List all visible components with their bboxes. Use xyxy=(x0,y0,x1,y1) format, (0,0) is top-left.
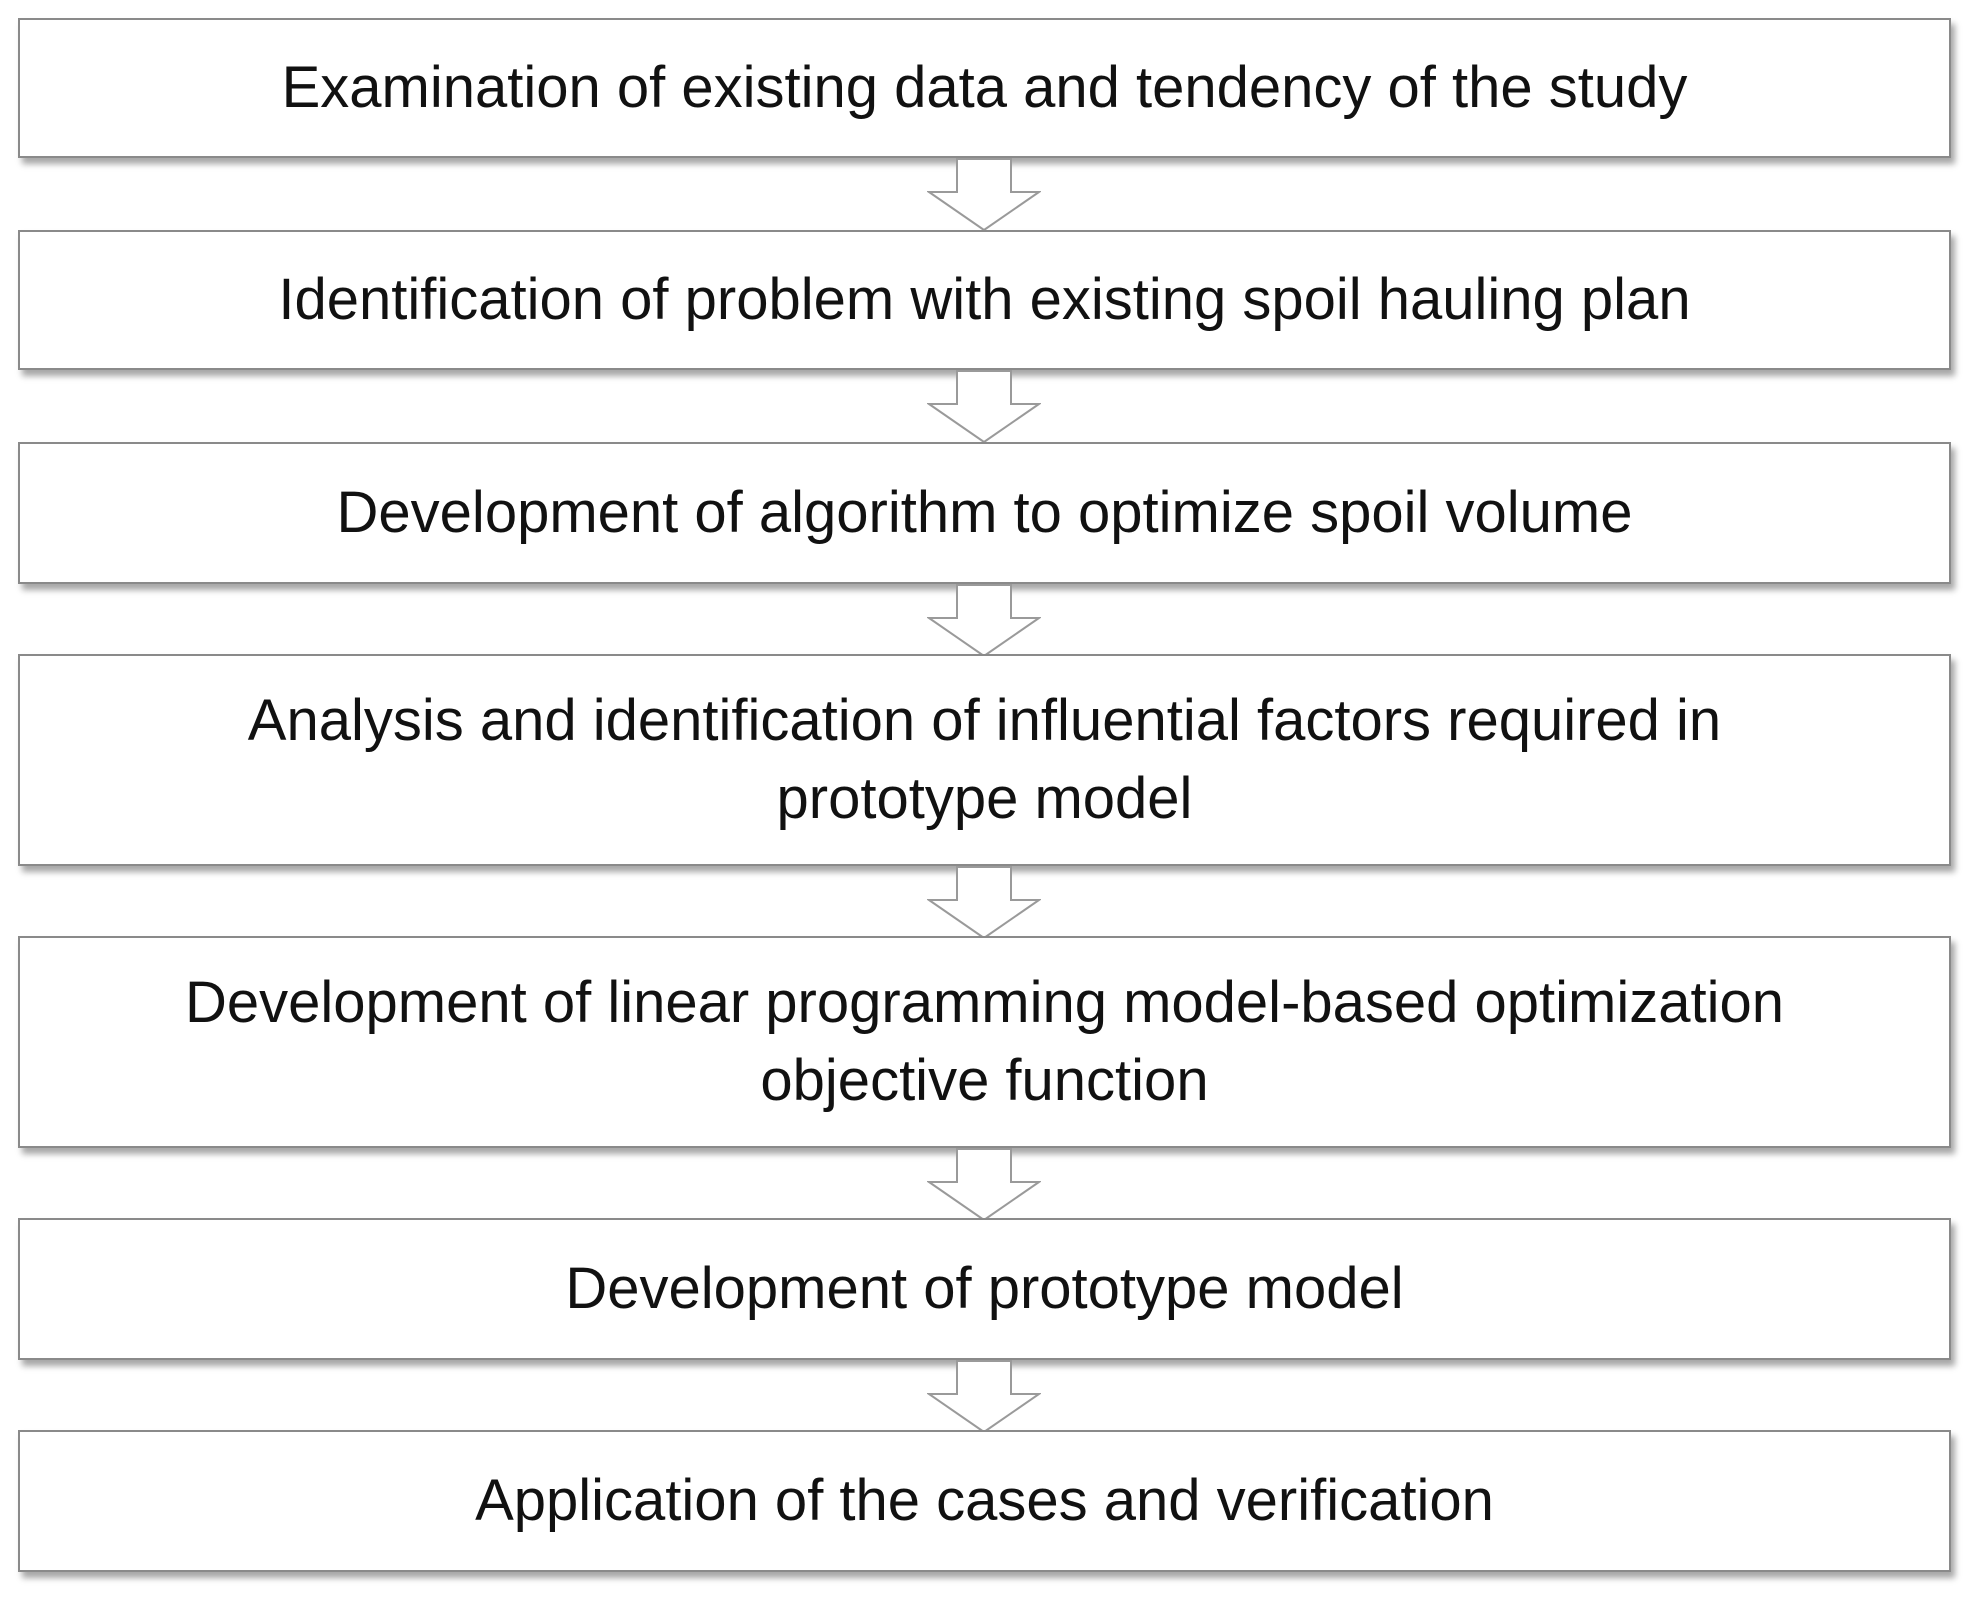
step-label-3: Development of algorithm to optimize spo… xyxy=(336,480,1633,545)
step-label-4: Analysis and identification of influenti… xyxy=(247,688,1722,831)
step-box-7: Application of the cases and verificatio… xyxy=(18,1430,1951,1572)
down-arrow-icon xyxy=(927,584,1041,658)
step-label-6: Development of prototype model xyxy=(565,1256,1404,1321)
down-arrow-icon xyxy=(927,370,1041,444)
down-arrow-icon xyxy=(927,1148,1041,1222)
step-box-4: Analysis and identification of influenti… xyxy=(18,654,1951,866)
down-arrow-icon xyxy=(927,158,1041,232)
step-label-7: Application of the cases and verificatio… xyxy=(475,1468,1494,1533)
step-box-6: Development of prototype model xyxy=(18,1218,1951,1360)
step-box-5: Development of linear programming model-… xyxy=(18,936,1951,1148)
step-label-2: Identification of problem with existing … xyxy=(278,267,1691,332)
step-box-3: Development of algorithm to optimize spo… xyxy=(18,442,1951,584)
step-label-5: Development of linear programming model-… xyxy=(184,970,1785,1113)
step-label-1: Examination of existing data and tendenc… xyxy=(281,55,1688,120)
step-box-2: Identification of problem with existing … xyxy=(18,230,1951,370)
down-arrow-icon xyxy=(927,1360,1041,1434)
step-box-1: Examination of existing data and tendenc… xyxy=(18,18,1951,158)
down-arrow-icon xyxy=(927,866,1041,940)
